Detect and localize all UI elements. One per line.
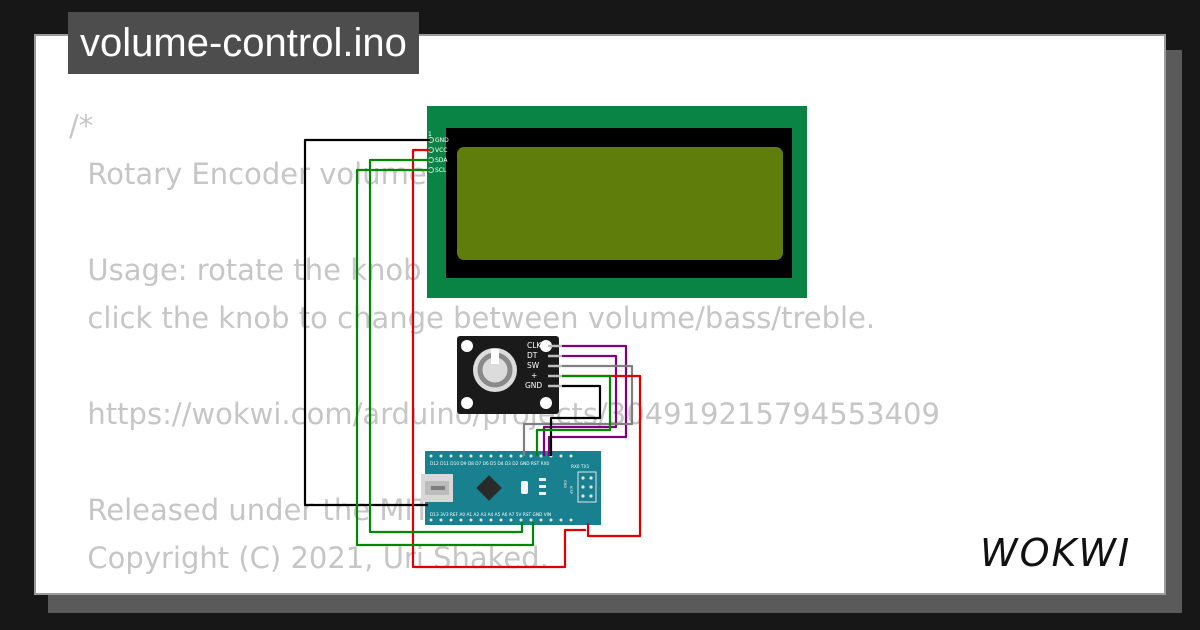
- arduino-top-right-label: RX0 TX1: [571, 464, 590, 470]
- encoder-pin-gnd: GND: [525, 381, 542, 390]
- encoder-pin-sw: SW: [527, 361, 540, 370]
- status-led: [539, 492, 546, 495]
- lcd-pin-number: 1: [428, 131, 432, 138]
- arduino-top-pin-labels: D12 D11 D10 D9 D8 D7 D6 D5 D4 D3 D2 GND …: [430, 461, 550, 467]
- code-line: Copyright (C) 2021, Uri Shaked.: [69, 541, 549, 575]
- status-led: [539, 485, 546, 488]
- status-led: [539, 478, 546, 481]
- wire-sda-green-lcd[interactable]: [368, 158, 524, 534]
- lcd-pin-gnd: GND: [435, 137, 449, 144]
- project-title: volume-control.ino: [68, 12, 419, 74]
- wire-sw-green[interactable]: [535, 374, 612, 456]
- arduino-bottom-pin-holes: [429, 518, 573, 522]
- wire-sw-gray[interactable]: [522, 364, 634, 456]
- encoder-mount-hole: [461, 340, 473, 352]
- lcd-screen: [457, 147, 783, 260]
- rotary-encoder[interactable]: CLK DT SW + GND: [457, 336, 562, 414]
- encoder-pin-dt: DT: [527, 351, 538, 360]
- wokwi-logo-text: WOKWI: [980, 531, 1131, 575]
- encoder-header-pins: [548, 344, 562, 388]
- code-line: click the knob to change between volume/…: [69, 301, 876, 335]
- wire-vcc-red-lcd[interactable]: [411, 148, 586, 569]
- wire-clk-purple[interactable]: [547, 344, 628, 456]
- usb-connector-slot: [431, 486, 445, 490]
- wire-scl-green-lcd[interactable]: [355, 168, 535, 547]
- reset-button[interactable]: [521, 481, 528, 494]
- encoder-pin-clk: CLK: [527, 341, 542, 350]
- code-line: /*: [69, 109, 94, 143]
- lcd-pin-scl: SCL: [435, 167, 447, 174]
- encoder-knob-indicator: [491, 349, 499, 364]
- code-line: Released under the MIT: [69, 493, 431, 527]
- wire-gnd-black-lcd[interactable]: [303, 138, 430, 507]
- arduino-side-label-gnd: GND: [563, 480, 567, 488]
- microcontroller-chip: [476, 475, 502, 501]
- arduino-board: [425, 451, 601, 525]
- encoder-mount-hole: [540, 397, 552, 409]
- wire-dt-purple[interactable]: [542, 354, 618, 456]
- icsp-pins: [581, 476, 593, 498]
- arduino-bottom-pin-labels: D13 3V3 REF A0 A1 A2 A3 A4 A5 A6 A7 5V R…: [430, 512, 551, 518]
- wokwi-logo[interactable]: WOKWI: [978, 528, 1148, 576]
- icsp-header: [577, 471, 597, 503]
- lcd-pin-vcc: VCC: [435, 147, 447, 154]
- code-preview: /* Rotary Encoder volume Usage: rotate t…: [69, 102, 940, 593]
- lcd-pin-sda: SDA: [435, 157, 448, 164]
- encoder-mount-hole: [461, 397, 473, 409]
- lcd-display[interactable]: 1 GND VCC SDA SCL: [427, 106, 807, 298]
- code-line: Rotary Encoder volume: [69, 157, 427, 191]
- arduino-top-pin-holes: [429, 454, 573, 458]
- arduino-nano[interactable]: D12 D11 D10 D9 D8 D7 D6 D5 D4 D3 D2 GND …: [421, 451, 601, 525]
- wires: [303, 138, 642, 569]
- code-line: Usage: rotate the knob: [69, 253, 422, 287]
- encoder-mount-hole: [540, 340, 552, 352]
- wire-plus-red[interactable]: [562, 374, 642, 538]
- code-line: */: [69, 589, 93, 593]
- encoder-pin-plus: +: [531, 371, 537, 380]
- arduino-side-label-icsp: ICSP: [569, 486, 573, 494]
